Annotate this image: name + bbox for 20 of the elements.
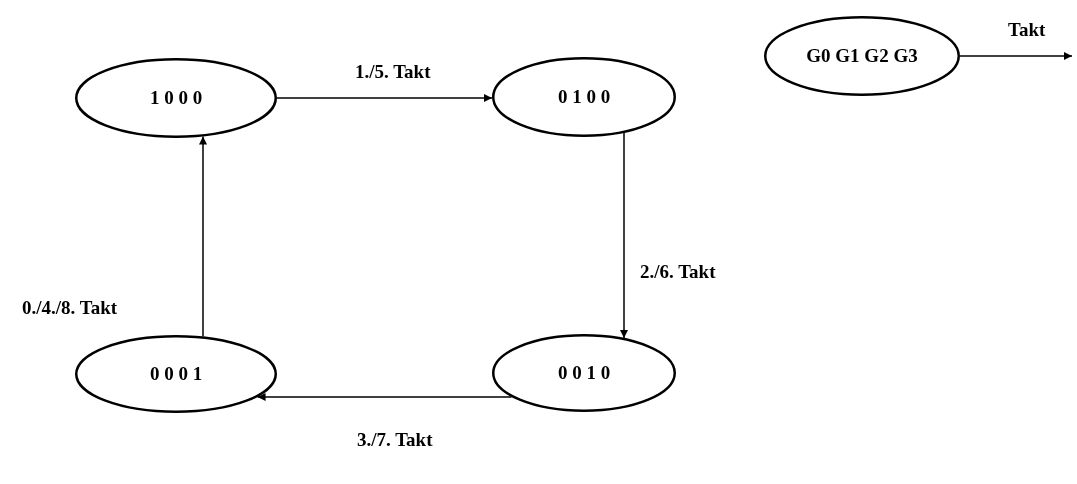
arrow [199,135,207,338]
edge-label: 0./4./8. Takt [22,298,118,317]
state-ellipse [492,334,676,412]
state-ellipse [764,16,960,96]
state-ellipse [492,57,676,137]
edge-label: Takt [1008,20,1046,39]
state-ellipse [75,335,277,413]
state-label: 0 1 0 0 [557,86,611,108]
state-label: 0 0 0 1 [149,363,203,385]
state-label: G0 G1 G2 G3 [806,45,918,67]
arrow [620,132,628,339]
arrow [256,393,513,401]
edge-label: 2./6. Takt [640,262,716,281]
edge-label: 1./5. Takt [355,62,431,81]
state-label: 0 0 1 0 [557,362,611,384]
edge-label: 3./7. Takt [357,430,433,449]
state-label: 1 0 0 0 [149,87,203,109]
state-ellipse [75,58,277,138]
arrow [959,52,1073,60]
arrow [276,94,493,102]
